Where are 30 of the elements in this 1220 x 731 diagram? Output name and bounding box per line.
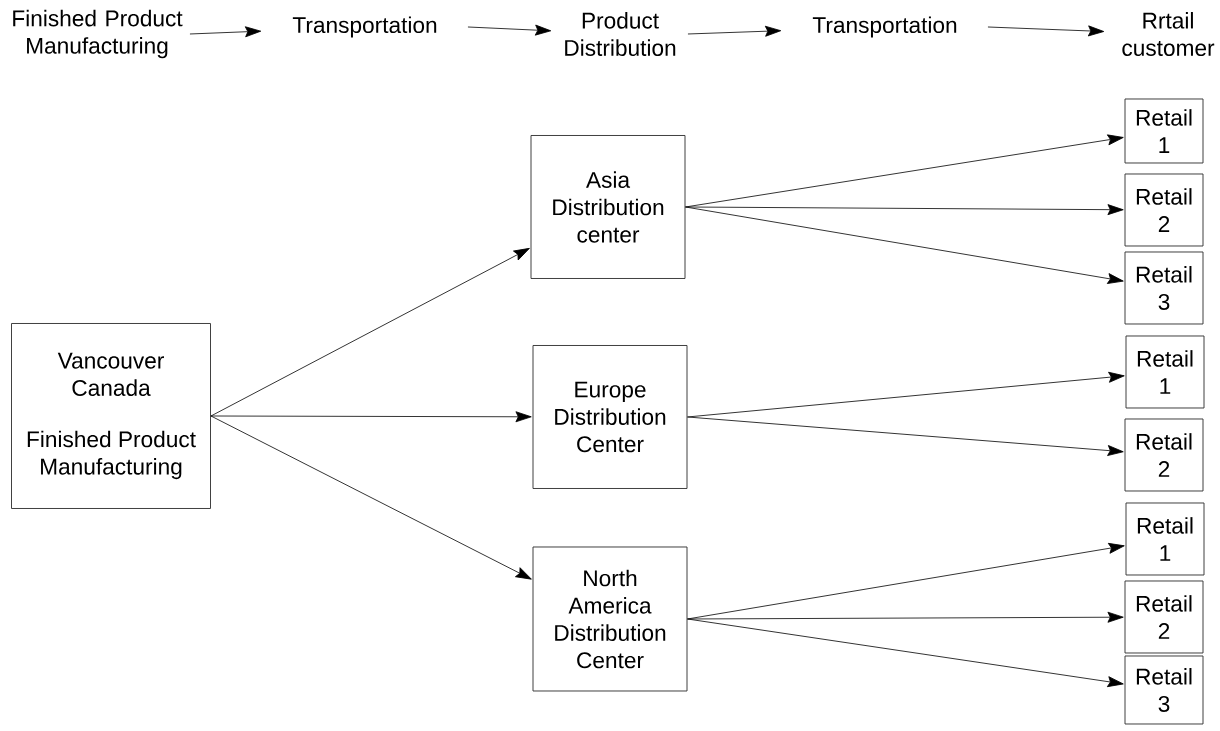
arrow xyxy=(687,618,1124,688)
stage-label: Transportation xyxy=(292,16,437,38)
arrow xyxy=(210,247,530,417)
process-box: Asia Distribution center xyxy=(530,135,686,279)
process-box: Retail 3 xyxy=(1124,655,1204,725)
process-box: Retail 3 xyxy=(1124,251,1204,325)
arrow xyxy=(685,204,1124,216)
process-box: Vancouver Canada Finished Product Manufacturing xyxy=(11,323,211,509)
stage-label: Transportation xyxy=(812,16,957,38)
stage-label: Rrtail customer xyxy=(1122,12,1215,56)
arrow xyxy=(987,25,1105,37)
arrow xyxy=(467,24,552,36)
process-box: Retail 1 xyxy=(1124,98,1204,164)
process-box: Retail 2 xyxy=(1124,173,1204,247)
process-box: Retail 1 xyxy=(1125,335,1205,409)
arrow xyxy=(687,371,1125,418)
process-box: Retail 1 xyxy=(1125,502,1205,576)
arrow xyxy=(210,415,532,580)
process-box: Retail 2 xyxy=(1124,418,1204,492)
arrow xyxy=(189,26,262,38)
process-box: Europe Distribution Center xyxy=(532,345,688,489)
process-box: Retail 2 xyxy=(1124,580,1204,654)
arrow xyxy=(687,416,1124,456)
arrow xyxy=(685,206,1124,284)
stage-label: Finished Product Manufacturing xyxy=(13,9,183,59)
process-box: North America Distribution Center xyxy=(532,546,688,692)
arrow xyxy=(687,25,782,37)
stage-label: Product Distribution xyxy=(565,12,676,56)
arrow xyxy=(210,411,532,423)
arrow xyxy=(687,611,1124,623)
